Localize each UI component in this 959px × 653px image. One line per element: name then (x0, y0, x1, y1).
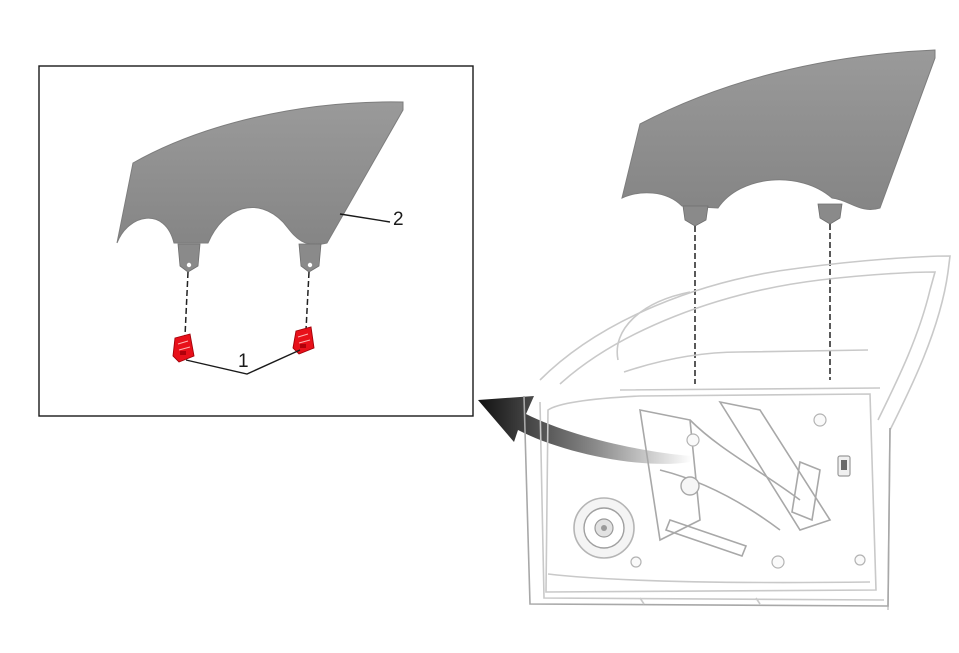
detail-dash-line-right (305, 271, 310, 331)
door-window-sill (619, 349, 881, 391)
door-hole (771, 555, 785, 569)
regulator-slide (791, 460, 821, 522)
regulator-cable (659, 419, 801, 531)
callout-2-leader (339, 213, 391, 223)
regulator-motor (680, 476, 700, 496)
callout-1-leader (185, 349, 301, 375)
detail-tab-hole-left (186, 262, 192, 268)
door-glass-panel (621, 49, 936, 210)
door-glass-tab-right (817, 203, 843, 225)
regulator-rail-left (639, 408, 701, 542)
door-body-outline (523, 395, 891, 607)
door-window-edge (616, 291, 691, 361)
door-hole (813, 413, 827, 427)
door-hole (686, 433, 700, 447)
door-inner-panel (545, 393, 877, 593)
door-window-frame-inner (559, 271, 937, 421)
door-latch-slot (841, 460, 847, 470)
door-inner-edge (539, 401, 885, 601)
detail-view: 1 2 (38, 65, 474, 417)
regulator-rail-right (718, 400, 832, 531)
glass-clip-right (292, 326, 315, 355)
detail-dash-line-left (184, 271, 189, 337)
door-speaker (573, 497, 635, 559)
door-assembly (523, 49, 951, 611)
regulator-crossbar (664, 518, 748, 558)
door-bottom-tabs (639, 597, 761, 605)
door-bottom-seam (547, 573, 871, 584)
glass-clip-left (172, 333, 195, 363)
door-glass-tab-left (682, 205, 709, 227)
callout-2-label: 2 (393, 209, 404, 230)
detail-glass-tab-right (298, 243, 322, 273)
door-hole (854, 554, 866, 566)
zoom-arrow (478, 396, 692, 464)
detail-glass-panel (116, 101, 404, 246)
detail-tab-hole-right (307, 262, 313, 268)
callout-1-label: 1 (238, 351, 249, 372)
detail-glass-tab-left (177, 243, 201, 273)
door-hole (630, 556, 642, 568)
